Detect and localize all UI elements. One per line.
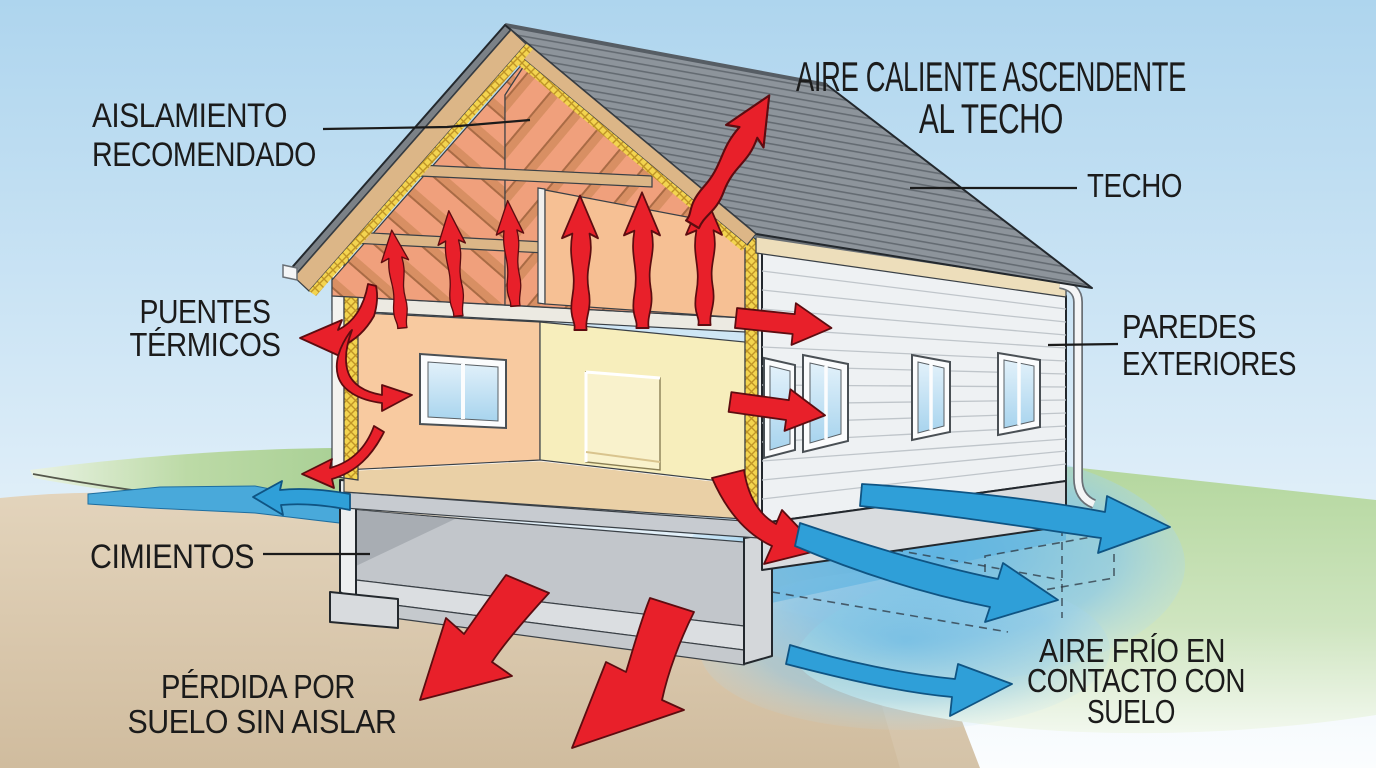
exterior-wall xyxy=(755,234,1097,524)
label-paredes-line1: PAREDES xyxy=(1122,308,1256,345)
label-aire-frio-line1: AIRE FRÍO EN xyxy=(1039,632,1225,669)
gutter-end-cap xyxy=(282,264,298,281)
heat-arrow-sill-left xyxy=(301,425,385,489)
gable-wall-edge xyxy=(537,187,546,305)
label-puentes-line1: PUENTES xyxy=(140,293,271,330)
label-aire-caliente-line2: AL TECHO xyxy=(919,95,1063,142)
heat-arrow-slab-1 xyxy=(419,574,550,701)
heat-arrow-slab-2 xyxy=(571,597,695,749)
label-techo: TECHO xyxy=(1087,167,1182,204)
label-perdida-line2: SUELO SIN AISLAR xyxy=(128,703,397,740)
cold-arrows xyxy=(252,480,1171,717)
label-aire-frio-line3: SUELO xyxy=(1087,693,1175,730)
foundation-left-footing xyxy=(329,591,399,629)
heat-arrow-bridge-curl xyxy=(335,329,413,412)
window-3 xyxy=(997,351,1041,437)
leader-lines xyxy=(263,118,1119,556)
label-cimientos: CIMIENTOS xyxy=(90,538,254,576)
cold-arrow-under-1 xyxy=(859,483,1171,554)
roof-left-insulation xyxy=(309,44,533,296)
heat-arrows xyxy=(299,83,835,749)
ridge-cap xyxy=(504,23,828,87)
downspout xyxy=(1058,279,1097,509)
window-2 xyxy=(911,353,951,442)
cold-arrow-under-2 xyxy=(794,522,1059,623)
window-1 xyxy=(802,353,849,454)
leader-paredes xyxy=(1047,342,1119,347)
cold-arrow-under-3 xyxy=(785,644,1013,717)
label-aislamiento-line1: AISLAMIENTO xyxy=(92,97,287,135)
door-opening xyxy=(584,370,661,471)
right-corner-insulation xyxy=(744,226,759,521)
heat-arrow-bridge-left xyxy=(299,283,378,359)
label-puentes-line2: TÉRMICOS xyxy=(130,326,281,363)
label-aire-frio-line2: CONTACTO CON xyxy=(1027,662,1245,699)
label-perdida-line1: PÉRDIDA POR xyxy=(161,668,355,705)
labels: AISLAMIENTO RECOMENDADO AIRE CALIENTE AS… xyxy=(90,53,1297,740)
roof xyxy=(282,23,1093,296)
roof-cut-insulation-right xyxy=(491,36,747,251)
attic-cutaway xyxy=(331,51,746,319)
label-aire-caliente-line1: AIRE CALIENTE ASCENDENTE xyxy=(796,53,1186,100)
window-cut-face xyxy=(419,352,507,430)
leader-aislamiento xyxy=(322,118,531,131)
crawlspace-corner-shade xyxy=(356,510,455,566)
label-aislamiento-line2: RECOMENDADO xyxy=(92,136,316,174)
label-paredes-line2: EXTERIORES xyxy=(1122,345,1296,382)
cold-arrow-left xyxy=(252,480,351,516)
